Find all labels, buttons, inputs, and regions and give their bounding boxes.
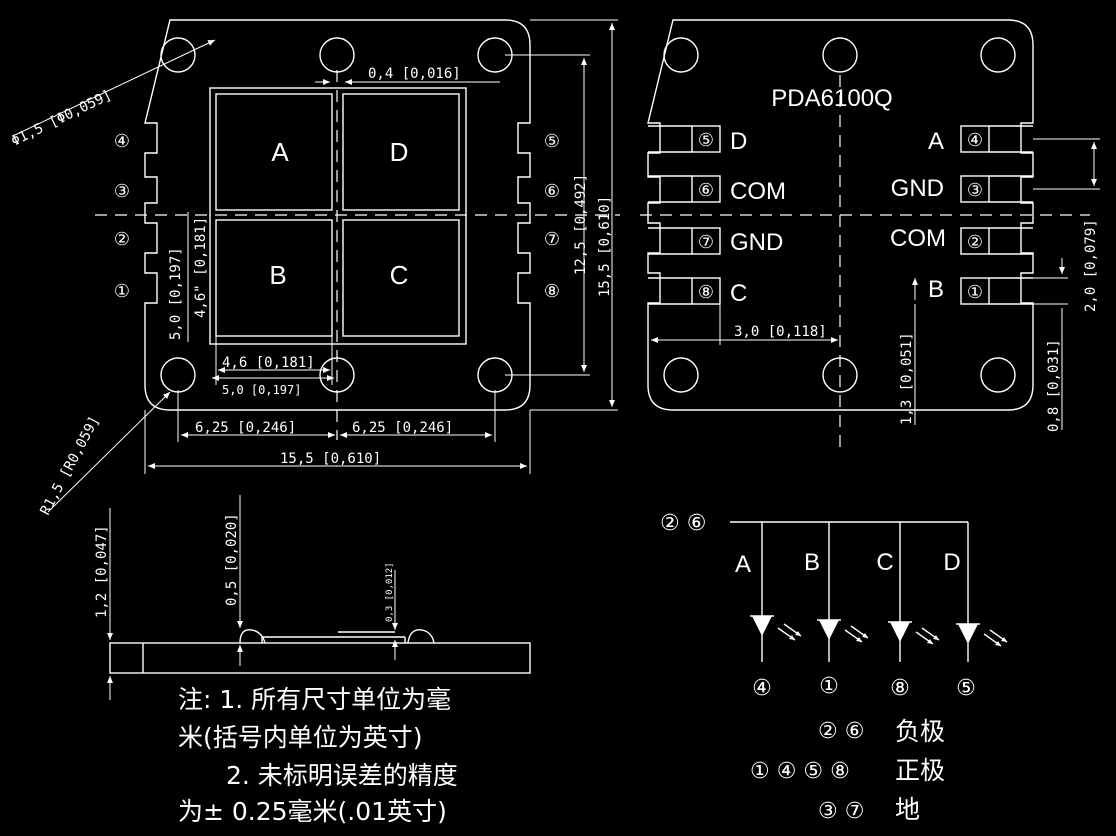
pad-label-C: C <box>390 260 409 290</box>
package-outline <box>144 19 531 411</box>
top-pin-label-B: B <box>928 276 944 303</box>
dim-lead-length: 1,3 [0,051] <box>899 332 915 425</box>
top-pin-num-2: ② <box>967 232 983 253</box>
pad-label-D: D <box>390 137 409 167</box>
dim-pad-width-5-0: 5,0 [0,197] <box>222 383 301 397</box>
dim-gap: 0,4 [0,016] <box>368 66 461 82</box>
legend-pins-negative: ② ⑥ <box>818 719 864 744</box>
channel-label-B: B <box>804 549 820 576</box>
dim-thickness: 1,2 [0,047] <box>94 525 110 618</box>
note-line-1: 注: 1. 所有尺寸单位为毫 <box>178 685 451 714</box>
top-pin-num-3: ③ <box>967 180 983 201</box>
dim-pitch-right: 6,25 [0,246] <box>352 420 453 436</box>
top-package-outline <box>647 19 1034 411</box>
led-icon <box>958 624 978 644</box>
led-icon <box>890 622 910 642</box>
legend-text-negative: 负极 <box>895 717 945 746</box>
side-view: 1,2 [0,047] 0,5 [0,020] 0,3 [0,012] <box>94 495 531 700</box>
top-pin-label-COM: COM <box>730 178 786 205</box>
dim-height-0-3: 0,3 [0,012] <box>385 562 395 622</box>
channel-label-A: A <box>735 551 751 578</box>
channel-B: B ① <box>804 522 869 699</box>
schematic: ② ⑥ A ④ B ① C ⑧ <box>660 511 1008 824</box>
dim-pad-width-4-6: 4,6 [0,181] <box>222 355 315 371</box>
top-pin-num-4: ④ <box>967 130 983 151</box>
pad-label-B: B <box>269 260 286 290</box>
top-pin-label-D: D <box>730 128 747 155</box>
legend-pins-ground: ③ ⑦ <box>818 799 864 824</box>
legend-text-positive: 正极 <box>895 756 945 785</box>
pin-number-3: ③ <box>114 181 130 202</box>
dim-lead-width: 0,8 [0,031] <box>1046 339 1062 432</box>
dim-corner-radius: R1,5 [R0,059] <box>37 414 103 518</box>
bottom-view: A D B C ④ ③ ② ① ⑤ ⑥ ⑦ ⑧ Φ1,5 [Φ0,059] 0,… <box>9 19 620 518</box>
top-pin-num-1: ① <box>967 282 983 303</box>
dim-outer-height: 15,5 [0,610] <box>597 196 613 297</box>
top-pin-label-A: A <box>928 128 944 155</box>
top-mount-hole <box>980 357 1016 393</box>
top-mount-hole <box>822 37 858 73</box>
pad-frame <box>209 87 467 345</box>
note-line-4: 为± 0.25毫米(.01英寸) <box>178 797 447 826</box>
top-mount-hole <box>663 357 699 393</box>
top-pin-label-GND: GND <box>730 229 783 256</box>
pin-number-4: ④ <box>114 131 130 152</box>
pin-number-2: ② <box>114 229 130 250</box>
top-pin-num-6: ⑥ <box>698 180 714 201</box>
pin-number-5: ⑤ <box>544 131 560 152</box>
dim-lead-pitch: 2,0 [0,079] <box>1083 219 1099 312</box>
led-icon <box>752 616 772 636</box>
pad-D <box>342 93 460 211</box>
pad-C <box>342 219 460 337</box>
dim-total-width: 15,5 [0,610] <box>280 451 381 467</box>
top-pin-label-C: C <box>730 280 747 307</box>
top-pin-label-COM-right: COM <box>890 225 946 252</box>
legend-pins-positive: ① ④ ⑤ ⑧ <box>750 759 850 784</box>
mount-hole <box>160 37 196 73</box>
dim-height-0-5: 0,5 [0,020] <box>224 513 240 606</box>
dim-pitch-left: 6,25 [0,246] <box>195 420 296 436</box>
channel-pin-A: ④ <box>752 676 772 701</box>
notes: 注: 1. 所有尺寸单位为毫 米(括号内单位为英寸) 2. 未标明误差的精度 为… <box>178 685 458 826</box>
schematic-common-pins: ② ⑥ <box>660 511 706 536</box>
pad-label-A: A <box>271 137 289 167</box>
pin-number-8: ⑧ <box>544 281 560 302</box>
channel-pin-B: ① <box>819 674 839 699</box>
channel-pin-D: ⑤ <box>956 676 976 701</box>
top-pin-label-GND-right: GND <box>891 175 944 202</box>
dim-pad-height-4-6: 4,6" [0,181] <box>193 217 209 318</box>
channel-label-D: D <box>943 549 960 576</box>
top-view: PDA6100Q ⑤ ⑥ ⑦ ⑧ D COM GND C ④ ③ ② ① A G… <box>640 19 1100 455</box>
top-mount-hole <box>663 37 699 73</box>
dim-inner-height: 12,5 [0,492] <box>573 174 589 275</box>
dim-hole-diameter: Φ1,5 [Φ0,059] <box>9 87 115 149</box>
channel-label-C: C <box>876 549 893 576</box>
dim-pin-offset: 3,0 [0,118] <box>734 324 827 340</box>
channel-D: D ⑤ <box>943 522 1008 701</box>
led-icon <box>819 620 839 640</box>
part-number: PDA6100Q <box>771 85 892 112</box>
channel-C: C ⑧ <box>876 522 940 701</box>
channel-pin-C: ⑧ <box>890 676 910 701</box>
note-line-2: 米(括号内单位为英寸) <box>178 723 423 752</box>
pin-number-6: ⑥ <box>544 181 560 202</box>
channel-A: A ④ <box>735 522 802 701</box>
pad-B <box>215 219 333 337</box>
pin-number-1: ① <box>114 281 130 302</box>
top-pin-num-7: ⑦ <box>698 232 714 253</box>
mount-hole <box>319 37 355 73</box>
mount-hole <box>160 357 196 393</box>
note-line-3: 2. 未标明误差的精度 <box>226 761 458 790</box>
side-body <box>109 642 531 674</box>
legend-text-ground: 地 <box>895 795 920 824</box>
top-mount-hole <box>980 37 1016 73</box>
pin-number-7: ⑦ <box>544 229 560 250</box>
dim-pad-height-5-0: 5,0 [0,197] <box>168 247 184 340</box>
top-pin-num-5: ⑤ <box>698 130 714 151</box>
pad-A <box>215 93 333 211</box>
top-pin-num-8: ⑧ <box>698 282 714 303</box>
